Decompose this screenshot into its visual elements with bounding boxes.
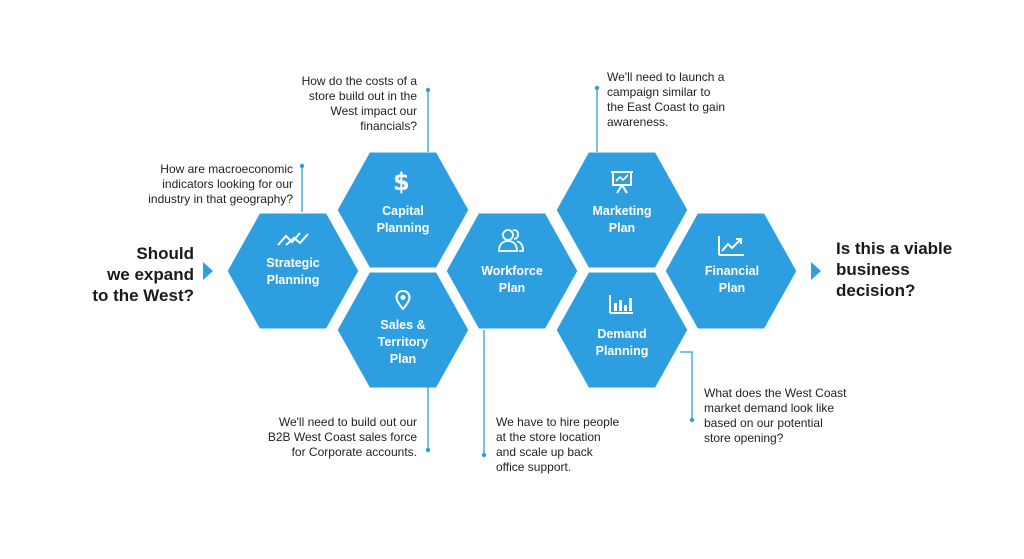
note-line: How are macroeconomic [160, 162, 293, 176]
hex-label-capital: Capital Planning [348, 203, 458, 237]
note-line: What does the West Coast [704, 386, 847, 400]
note-line: awareness. [607, 115, 669, 129]
connector-workforce-dot [481, 452, 487, 458]
right-question: Is this a viable business decision? [836, 238, 952, 301]
hex-label-strategic: Strategic Planning [238, 255, 348, 289]
right-arrow [811, 262, 821, 280]
hex-label-line: Plan [608, 221, 636, 235]
note-line: for Corporate accounts. [291, 445, 417, 459]
hex-label-sales: Sales & Territory Plan [348, 317, 458, 368]
line-chart-up-icon [718, 236, 744, 256]
hexagon-group [224, 149, 800, 391]
left-question: Should we expand to the West? [92, 243, 194, 306]
dollar-icon: $ [393, 168, 410, 196]
left-question-line: Should [136, 244, 194, 263]
note-line: West impact our [330, 104, 417, 118]
note-line: How do the costs of a [301, 74, 417, 88]
left-question-line: we expand [107, 265, 194, 284]
note-capital: How do the costs of a store build out in… [302, 74, 417, 134]
note-line: indicators looking for our [162, 177, 293, 191]
hexagon-capital [334, 149, 472, 271]
hex-label-demand: Demand Planning [567, 326, 677, 360]
note-demand: What does the West Coast market demand l… [704, 386, 847, 446]
hex-label-financial: Financial Plan [677, 263, 787, 297]
note-line: B2B West Coast sales force [267, 430, 417, 444]
hex-label-line: Plan [498, 281, 526, 295]
location-pin-icon [395, 290, 411, 310]
hexagon-marketing [553, 149, 691, 271]
hexagon-financial [662, 210, 800, 332]
connector-demand [680, 351, 693, 420]
hex-label-line: Plan [718, 281, 746, 295]
hex-label-marketing: Marketing Plan [567, 203, 677, 237]
note-marketing: We'll need to launch a campaign similar … [607, 70, 725, 130]
hex-label-line: Territory [377, 335, 429, 349]
connector-strategic-dot [299, 163, 305, 169]
hexagon-strategic [224, 210, 362, 332]
hex-label-line: Planning [376, 221, 430, 235]
note-line: We'll need to launch a [607, 70, 725, 84]
note-line: We'll need to build out our [278, 415, 417, 429]
hexagon-workforce [443, 210, 581, 332]
note-line: store build out in the [308, 89, 417, 103]
note-line: financials? [360, 119, 417, 133]
hex-label-line: Sales & [380, 318, 426, 332]
left-question-line: to the West? [92, 286, 194, 305]
note-line: office support. [496, 460, 572, 474]
hexagon-sales [334, 269, 472, 391]
note-line: at the store location [496, 430, 601, 444]
hex-label-line: Planning [595, 344, 649, 358]
right-question-line: decision? [836, 281, 916, 300]
connector-lines [299, 85, 695, 458]
right-question-line: business [836, 260, 910, 279]
hex-label-workforce: Workforce Plan [457, 263, 567, 297]
hex-label-line: Financial [704, 264, 760, 278]
note-line: campaign similar to [607, 85, 711, 99]
note-line: based on our potential [704, 416, 823, 430]
hex-label-line: Demand [597, 327, 647, 341]
hex-label-line: Plan [389, 352, 417, 366]
hexagon-demand [553, 269, 691, 391]
people-icon [498, 229, 524, 252]
note-line: and scale up back [496, 445, 593, 459]
note-sales: We'll need to build out our B2B West Coa… [268, 415, 417, 460]
bar-chart-icon [609, 295, 633, 314]
hex-label-line: Planning [266, 273, 320, 287]
connector-demand-dot [689, 417, 695, 423]
note-line: the East Coast to gain [607, 100, 726, 114]
trend-icon [277, 232, 309, 246]
note-line: store opening? [704, 431, 784, 445]
left-arrow [203, 262, 213, 280]
note-line: industry in that geography? [148, 192, 293, 206]
note-workforce: We have to hire people at the store loca… [496, 415, 619, 475]
presentation-board-icon [611, 171, 633, 194]
hex-label-line: Capital [382, 204, 424, 218]
connector-sales-dot [425, 447, 431, 453]
note-line: market demand look like [704, 401, 835, 415]
note-strategic: How are macroeconomic indicators looking… [148, 162, 293, 207]
hex-label-line: Marketing [592, 204, 652, 218]
connector-capital-dot [425, 87, 431, 93]
note-line: We have to hire people [496, 415, 620, 429]
hex-label-line: Strategic [266, 256, 320, 270]
connector-marketing-dot [594, 85, 600, 91]
right-question-line: Is this a viable [836, 239, 953, 258]
hex-label-line: Workforce [481, 264, 543, 278]
